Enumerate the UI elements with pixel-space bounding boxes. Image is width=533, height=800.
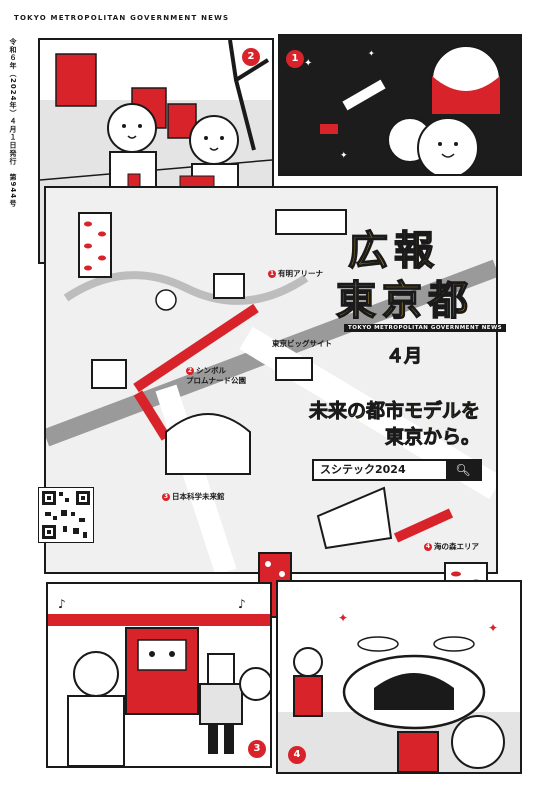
panel-1-number-badge: 1 [286,50,304,68]
headline-line-2: 東京から。 [384,426,481,449]
qr-code-art [42,491,90,539]
panel-4-number-badge: 4 [288,746,306,764]
title-line-2: 東京都 [335,277,474,325]
panel-3-illustration: ♪ ♪ 3 [46,582,272,768]
search-bar[interactable]: スシテック2024 🔍︎ [312,459,482,481]
map-label-big-sight: 東京ビッグサイト [272,339,332,348]
svg-text:♪: ♪ [58,597,66,611]
svg-text:♪: ♪ [238,597,246,611]
qr-code[interactable] [38,487,94,543]
panel-2-number-badge: 2 [242,48,260,66]
svg-text:✦: ✦ [340,151,348,161]
panel-1-illustration: ✦ ✦ ✦ 1 [278,34,522,176]
headline: 未来の都市モデルを 東京から。 [294,398,481,450]
panel-3-number-badge: 3 [248,740,266,758]
panel-1-art: ✦ ✦ ✦ [280,36,520,174]
issue-line: 令和６年（2024年）４月１日発行 第944号 [9,38,17,208]
svg-text:✦: ✦ [368,49,375,58]
search-icon[interactable]: 🔍︎ [446,461,480,479]
masthead-header: TOKYO METROPOLITAN GOVERNMENT NEWS [14,14,230,22]
title-month: ４月 [386,346,423,368]
panel-4-illustration: ✦ ✦ 4 [276,580,522,774]
headline-line-1: 未来の都市モデルを [308,400,481,423]
svg-text:✦: ✦ [488,621,498,635]
dotted-accent-left [78,212,112,278]
map-area [44,186,498,574]
search-text: スシテック2024 [320,463,406,476]
svg-text:✦: ✦ [338,611,348,625]
panel-3-art: ♪ ♪ [48,584,270,766]
panel-4-art: ✦ ✦ [278,582,520,772]
title-line-1: 広報 [347,227,440,275]
title-subtitle: TOKYO METROPOLITAN GOVERNMENT NEWS [344,324,507,332]
map-art [46,188,496,572]
svg-text:✦: ✦ [304,58,312,69]
